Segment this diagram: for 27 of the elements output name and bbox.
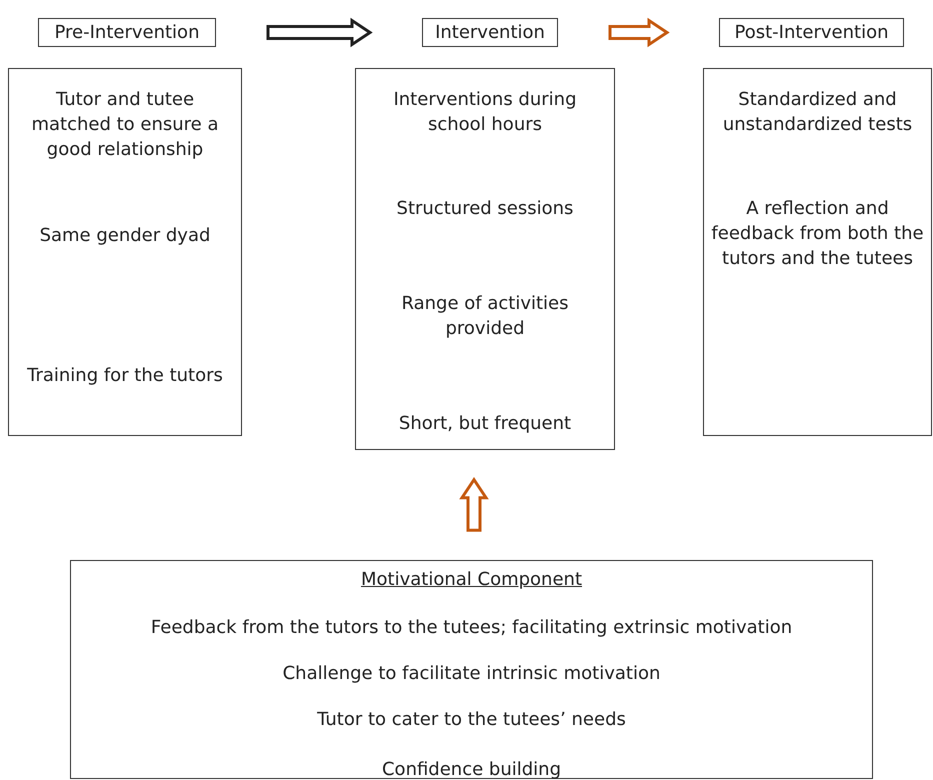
box-text: Short, but frequent xyxy=(398,412,572,436)
stage-box xyxy=(38,18,216,47)
box-text: Standardized and unstandardized tests xyxy=(722,88,914,137)
content-box xyxy=(703,68,932,436)
stage-label: Post-Intervention xyxy=(733,21,890,45)
box-text: Range of activities provided xyxy=(400,292,570,341)
box-text: Tutor and tutee matched to ensure a good relationship xyxy=(30,88,220,162)
box-text: Structured sessions xyxy=(396,197,574,221)
content-box xyxy=(70,560,873,779)
box-text: Challenge to facilitate intrinsic motivation xyxy=(282,662,662,686)
box-heading: Motivational Component xyxy=(360,568,584,592)
box-text: A reflection and feedback from both the tutors and the tutees xyxy=(710,197,925,271)
block-arrow xyxy=(266,18,373,48)
box-text: Confidence building xyxy=(380,758,562,780)
stage-label: Pre-Intervention xyxy=(54,21,200,45)
stage-box xyxy=(422,18,558,47)
box-text: Same gender dyad xyxy=(38,224,212,248)
content-box xyxy=(355,68,615,450)
box-text: Interventions during school hours xyxy=(392,88,578,137)
box-text: Feedback from the tutors to the tutees; facilitating extrinsic motivation xyxy=(150,616,794,640)
box-text: Training for the tutors xyxy=(26,364,224,388)
stage-label: Intervention xyxy=(434,21,546,45)
content-box xyxy=(8,68,242,436)
stage-box xyxy=(719,18,904,47)
box-text: Tutor to cater to the tutees’ needs xyxy=(316,708,627,732)
block-arrow xyxy=(459,477,489,532)
block-arrow xyxy=(608,18,670,48)
